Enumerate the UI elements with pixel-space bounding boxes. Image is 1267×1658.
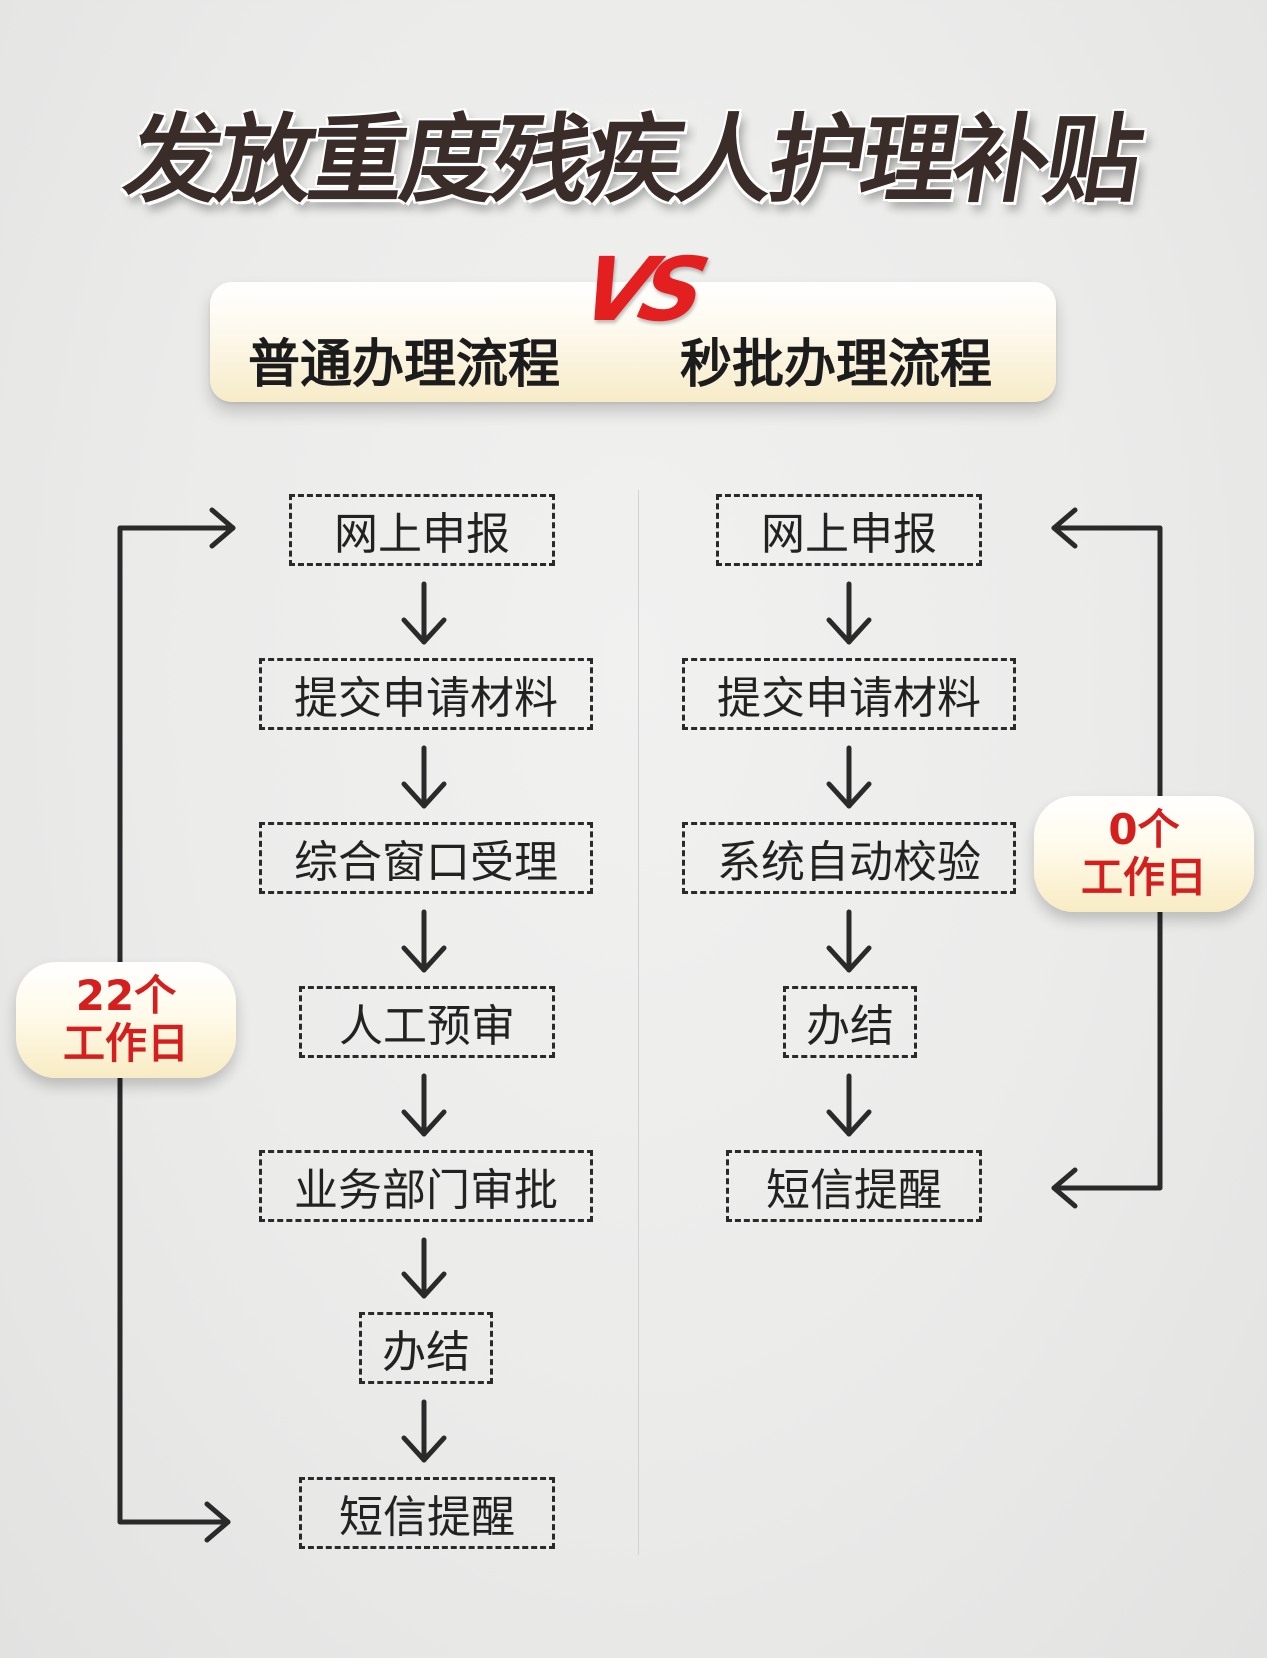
quick-step-arrow-4-head xyxy=(826,1109,872,1137)
normal-duration-count: 22个 xyxy=(75,971,177,1020)
normal-step-online-application: 网上申报 xyxy=(289,494,555,566)
quick-step-arrow-3-head xyxy=(826,945,872,973)
normal-step-arrow-5-head xyxy=(401,1271,447,1299)
normal-step-arrow-3-head xyxy=(401,945,447,973)
quick-duration-badge: 0个 工作日 xyxy=(1034,796,1254,912)
quick-flow-heading: 秒批办理流程 xyxy=(680,335,993,395)
column-divider xyxy=(638,490,639,1555)
normal-step-arrow-2-head xyxy=(401,781,447,809)
quick-step-arrow-2-head xyxy=(826,781,872,809)
quick-duration-count: 0个 xyxy=(1108,805,1180,854)
normal-flow-heading: 普通办理流程 xyxy=(248,335,561,395)
quick-step-sms-notice: 短信提醒 xyxy=(726,1150,982,1222)
quick-step-auto-verification: 系统自动校验 xyxy=(682,822,1016,894)
quick-step-online-application: 网上申报 xyxy=(716,494,982,566)
normal-step-manual-review: 人工预审 xyxy=(299,986,555,1058)
normal-step-department-approval: 业务部门审批 xyxy=(259,1150,593,1222)
normal-duration-badge: 22个 工作日 xyxy=(16,962,236,1078)
normal-step-arrow-4-head xyxy=(401,1109,447,1137)
quick-bracket-top-head xyxy=(1051,507,1078,549)
normal-step-completed: 办结 xyxy=(359,1312,493,1384)
quick-step-arrow-1-head xyxy=(826,617,872,645)
comparison-banner xyxy=(210,282,1056,402)
quick-bracket-bottom-head xyxy=(1051,1167,1078,1209)
normal-step-arrow-1-head xyxy=(401,617,447,645)
normal-step-sms-notice: 短信提醒 xyxy=(299,1477,555,1549)
normal-step-arrow-6-head xyxy=(401,1435,447,1463)
normal-step-submit-materials: 提交申请材料 xyxy=(259,658,593,730)
quick-duration-unit: 工作日 xyxy=(1080,853,1207,902)
quick-step-completed: 办结 xyxy=(783,986,917,1058)
normal-duration-unit: 工作日 xyxy=(62,1019,189,1068)
normal-step-window-acceptance: 综合窗口受理 xyxy=(259,822,593,894)
normal-bracket-bottom-head xyxy=(204,1501,231,1543)
normal-bracket-top-head xyxy=(209,507,236,549)
quick-step-submit-materials: 提交申请材料 xyxy=(682,658,1016,730)
